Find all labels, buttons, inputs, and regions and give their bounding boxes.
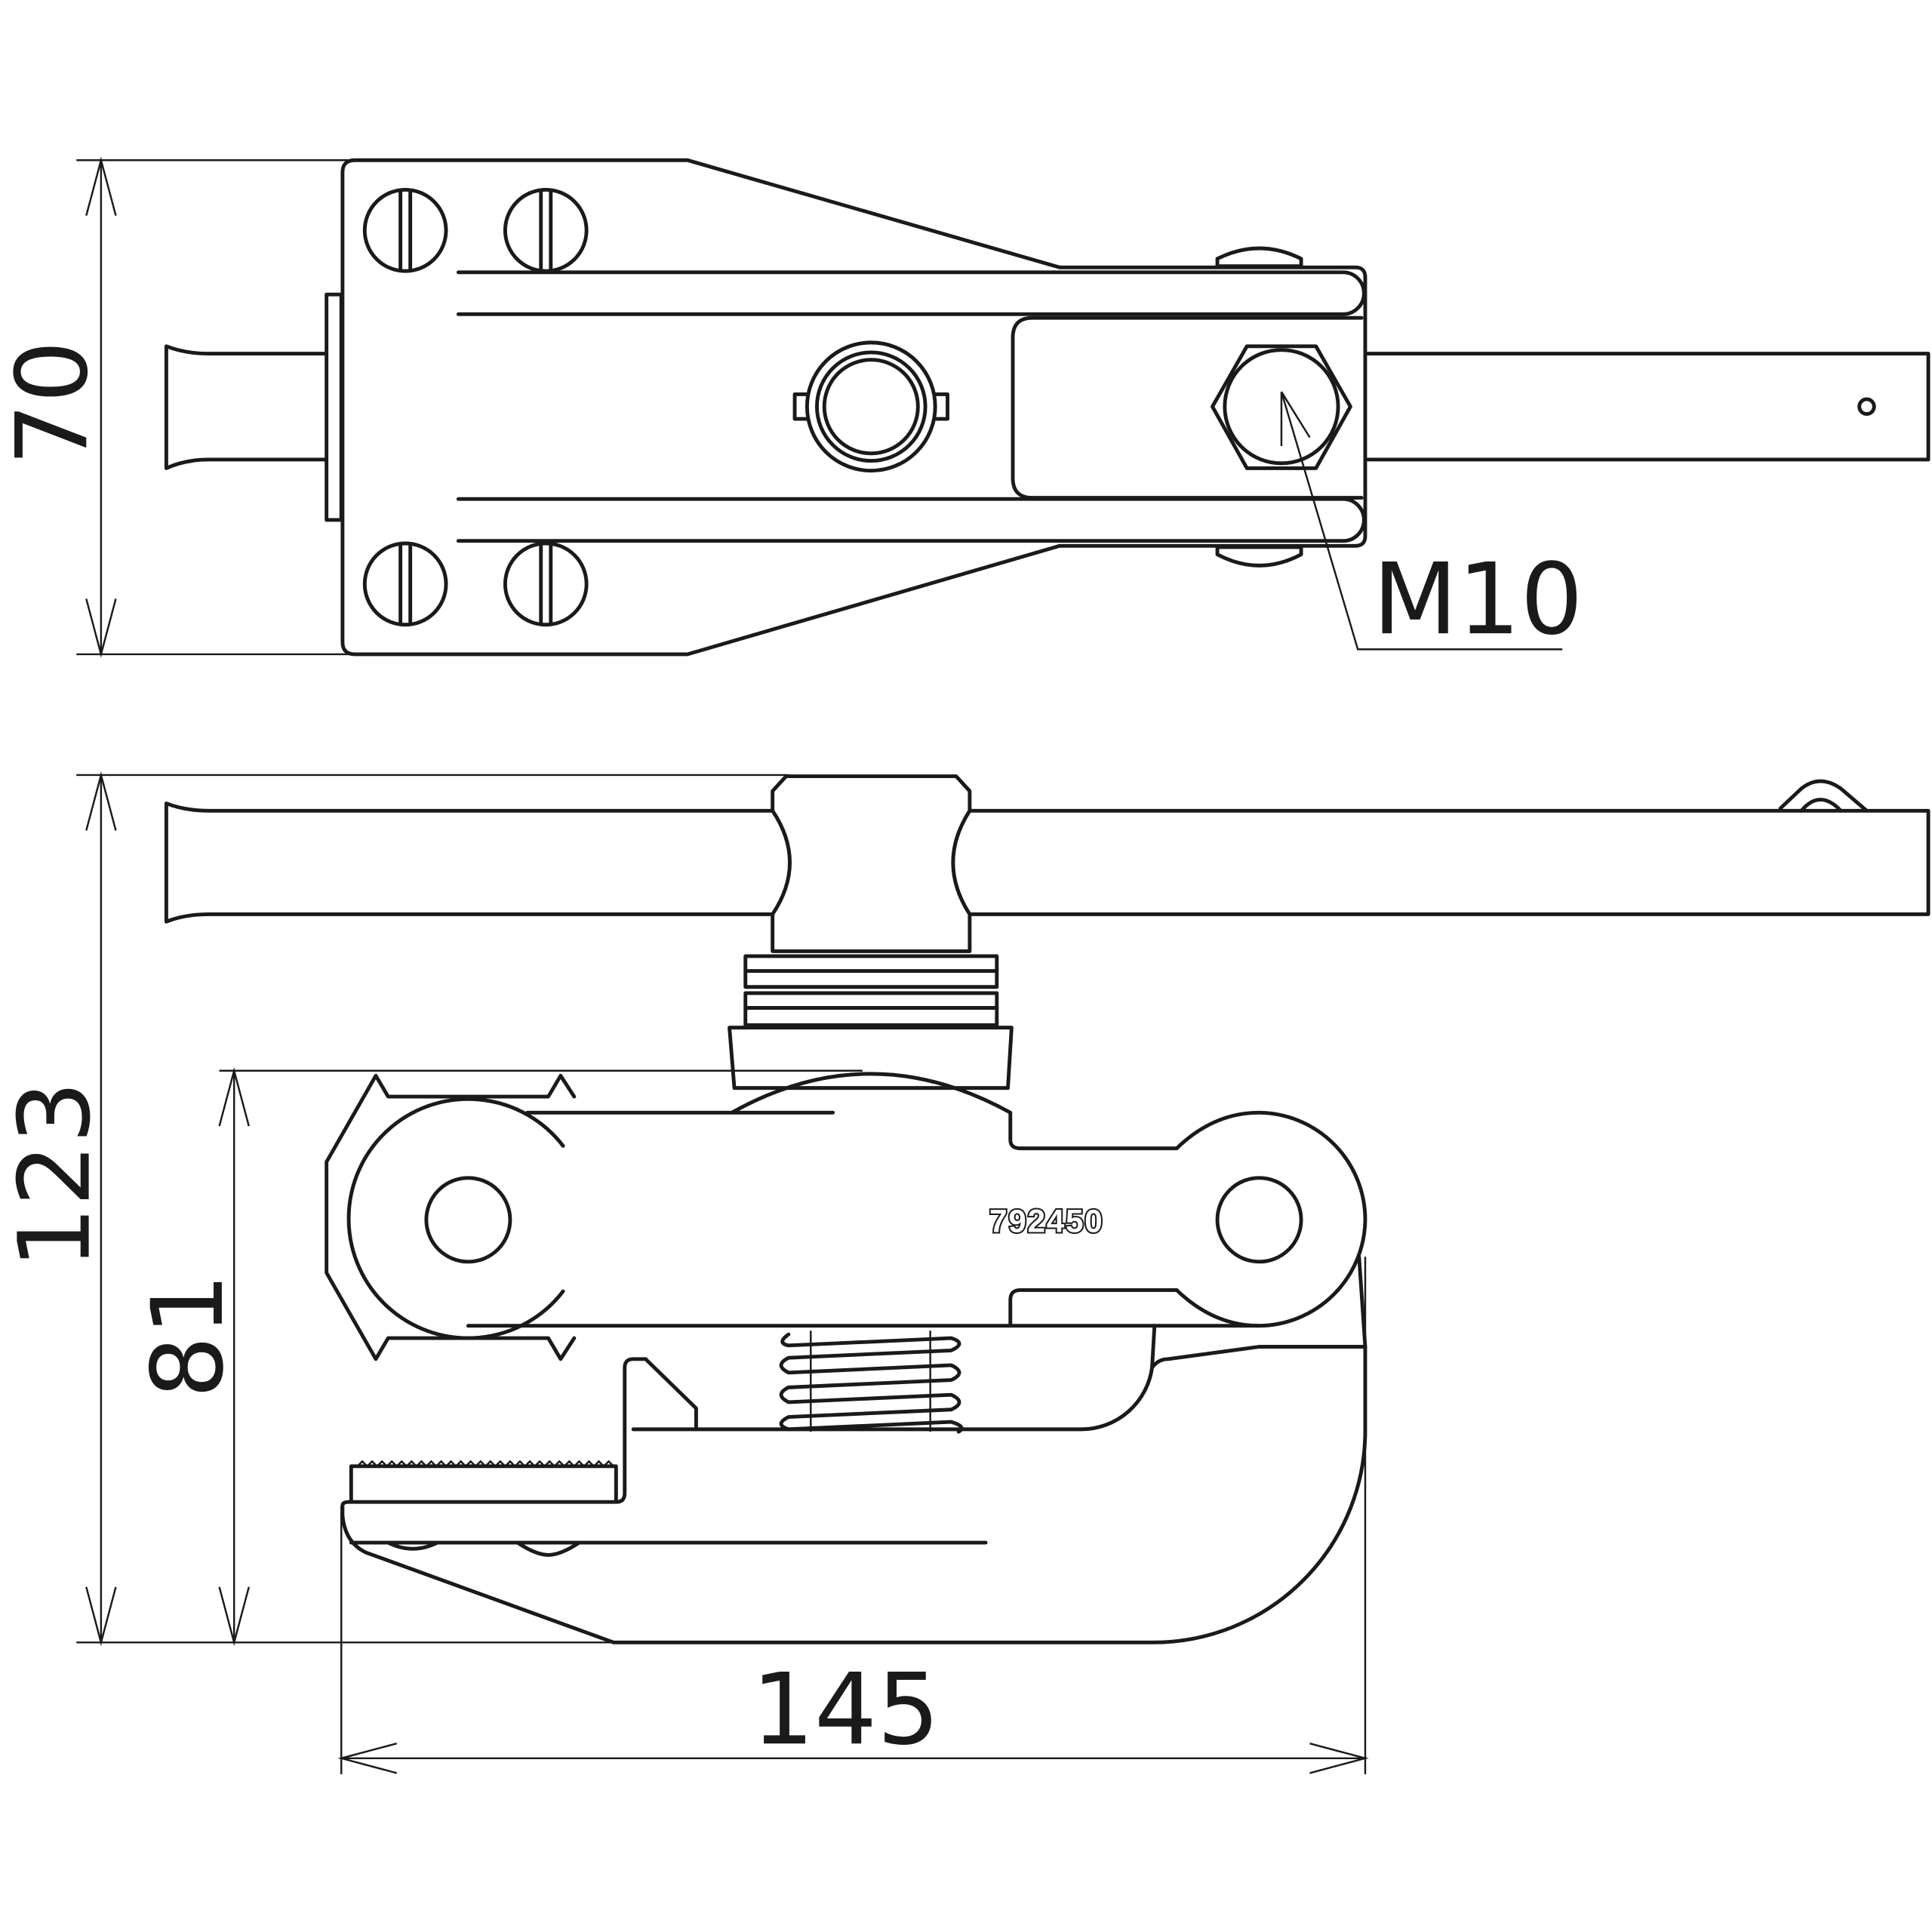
thread-label-m10: M10 (1373, 542, 1583, 657)
dimension-81: 81 (131, 1067, 863, 1647)
dimension-123: 123 (0, 771, 789, 1647)
part-number: 792450 (989, 1204, 1103, 1239)
side-view: 123 81 145 (0, 771, 1930, 1775)
dimension-label-70: 70 (0, 340, 109, 466)
dimension-label-123: 123 (0, 1081, 112, 1269)
top-view: 70 M10 (0, 156, 1930, 658)
screw-heads (362, 187, 589, 627)
dimension-70: 70 (0, 156, 358, 658)
dimension-145: 145 (337, 1257, 1369, 1775)
spring (779, 1331, 964, 1434)
dimension-label-81: 81 (131, 1273, 245, 1398)
dimension-label-145: 145 (752, 1652, 940, 1767)
